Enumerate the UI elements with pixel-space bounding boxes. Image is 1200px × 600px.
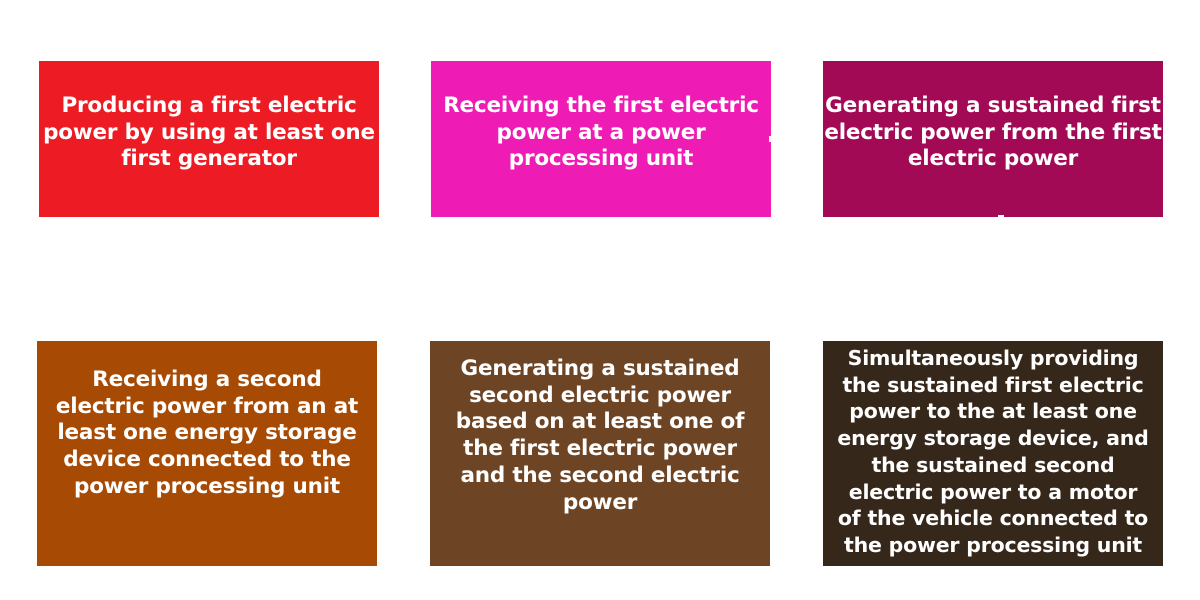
- step-2-box: Receiving the first electric power at a …: [431, 61, 771, 217]
- step-4-text: Receiving a second electric power from a…: [55, 367, 359, 499]
- edge-tick-2: [998, 215, 1004, 217]
- step-1-box: Producing a first electric power by usin…: [39, 61, 379, 217]
- step-2-text: Receiving the first electric power at a …: [443, 93, 759, 172]
- step-1-text: Producing a first electric power by usin…: [43, 93, 375, 172]
- step-5-text: Generating a sustained second electric p…: [455, 356, 745, 515]
- step-3-text: Generating a sustained first electric po…: [824, 93, 1162, 172]
- step-5-box: Generating a sustained second electric p…: [430, 341, 770, 566]
- edge-tick-1: [769, 136, 771, 142]
- step-3-box: Generating a sustained first electric po…: [823, 61, 1163, 217]
- step-6-text: Simultaneously providing the sustained f…: [837, 346, 1149, 557]
- step-4-box: Receiving a second electric power from a…: [37, 341, 377, 566]
- step-6-box: Simultaneously providing the sustained f…: [823, 341, 1163, 566]
